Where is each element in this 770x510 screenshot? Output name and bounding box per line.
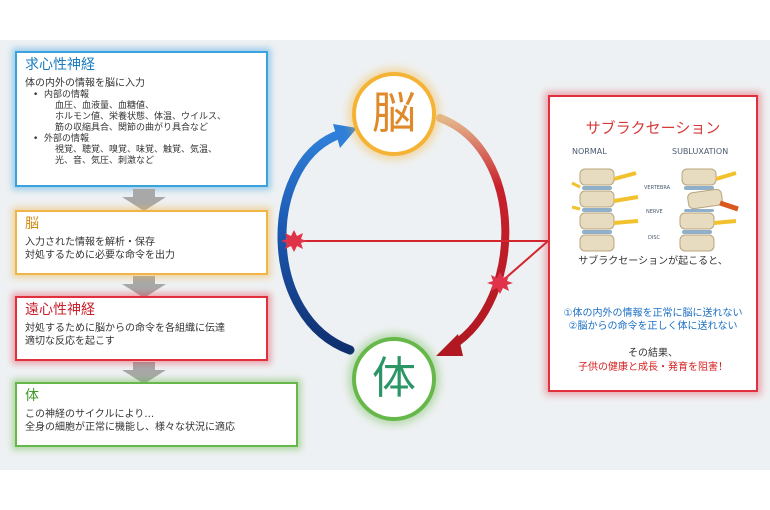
afferent-cycle-arrow	[277, 131, 355, 355]
efferent-nerve-box: 遠心性神経 対処するために脳からの命令を各組織に伝達 適切な反応を起こす	[15, 296, 268, 361]
nerve-interference-burst-icon	[487, 272, 513, 294]
efferent-title: 遠心性神経	[25, 302, 95, 318]
vertebra-label: VERTEBRA	[644, 185, 671, 191]
internal-info-line: 血圧、血液量、血糖値、	[55, 101, 155, 111]
afferent-description: 体の内外の情報を脳に入力	[25, 78, 145, 89]
internal-info-label: • 内部の情報	[33, 90, 90, 100]
subluxation-result: その結果、	[628, 348, 678, 359]
subluxation-title: サブラクセーション	[585, 119, 721, 137]
nerve-interference-burst-icon	[281, 230, 307, 252]
efferent-line: 適切な反応を起こす	[25, 336, 115, 347]
down-arrow-icon	[122, 276, 166, 298]
body-box-line: この神経のサイクルにより…	[25, 409, 155, 420]
down-arrow-icon	[122, 189, 166, 211]
subluxated-spine-icon	[679, 168, 739, 252]
external-info-label: • 外部の情報	[33, 134, 90, 144]
brain-circle: 脳	[352, 72, 436, 156]
brain-box-line: 入力された情報を解析・保存	[25, 237, 155, 248]
internal-info-line: ホルモン値、栄養状態、体温、ウイルス、	[55, 112, 227, 122]
body-box-title: 体	[25, 388, 39, 404]
disc-label: DISC	[648, 235, 660, 241]
subluxation-effect-2: ②脳からの命令を正しく体に送れない	[568, 321, 738, 332]
afferent-title: 求心性神経	[25, 57, 95, 73]
brain-box-title: 脳	[25, 216, 39, 232]
body-circle: 体	[352, 337, 436, 421]
normal-label: NORMAL	[572, 147, 607, 156]
subluxation-box: サブラクセーション NORMAL SUBLUXATION VERTEBRA NE…	[548, 95, 758, 392]
brain-box: 脳 入力された情報を解析・保存 対処するために必要な命令を出力	[15, 210, 268, 275]
down-arrow-icon	[122, 362, 166, 384]
internal-info-line: 筋の収縮具合、関節の曲がり具合など	[55, 123, 209, 133]
subluxation-intro: サブラクセーションが起こると、	[578, 256, 728, 267]
afferent-arrowhead-icon	[333, 124, 357, 148]
subluxation-effect-1: ①体の内外の情報を正常に脳に送れない	[563, 308, 743, 319]
normal-spine-icon	[571, 168, 639, 252]
efferent-line: 対処するために脳からの命令を各組織に伝達	[25, 323, 225, 334]
nerve-label: NERVE	[646, 209, 663, 215]
efferent-cycle-arrow	[436, 114, 510, 350]
brain-box-line: 対処するために必要な命令を出力	[25, 250, 175, 261]
external-info-line: 光、音、気圧、刺激など	[55, 156, 155, 166]
subluxation-conclusion: 子供の健康と成長・発育を阻害！	[578, 362, 728, 373]
body-box: 体 この神経のサイクルにより… 全身の細胞が正常に機能し、様々な状況に適応	[15, 382, 298, 447]
afferent-nerve-box: 求心性神経 体の内外の情報を脳に入力 • 内部の情報 血圧、血液量、血糖値、 ホ…	[15, 51, 268, 187]
body-box-line: 全身の細胞が正常に機能し、様々な状況に適応	[25, 422, 235, 433]
efferent-arrowhead-icon	[436, 334, 463, 356]
subluxation-label: SUBLUXATION	[672, 147, 729, 156]
external-info-line: 視覚、聴覚、嗅覚、味覚、触覚、気温、	[55, 145, 218, 155]
spine-illustration: VERTEBRA NERVE DISC	[571, 168, 739, 252]
